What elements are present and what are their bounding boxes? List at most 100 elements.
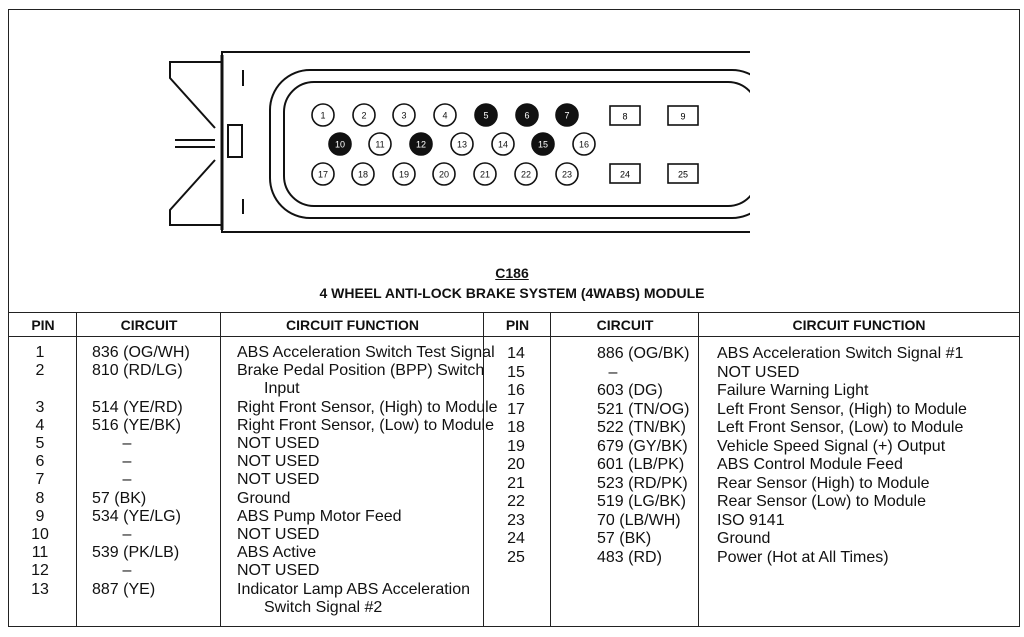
circuit-code: 601 (LB/PK) bbox=[597, 456, 685, 473]
circuit-code: 70 (LB/WH) bbox=[597, 511, 681, 529]
circuit-function: Rear Sensor (Low) to Module bbox=[717, 493, 926, 510]
circuit-code: – bbox=[122, 471, 132, 489]
pin-number: 16 bbox=[507, 382, 525, 399]
circuit-code: 836 (OG/WH) bbox=[92, 344, 190, 361]
circuit-code: 603 (DG) bbox=[597, 382, 663, 399]
pin-label-15: 15 bbox=[538, 140, 548, 150]
circuit-code: 57 (BK) bbox=[92, 489, 147, 507]
pin-8 bbox=[609, 105, 641, 126]
connector-title: 4 WHEEL ANTI-LOCK BRAKE SYSTEM (4WABS) M… bbox=[319, 285, 705, 301]
pin-label-4: 4 bbox=[442, 111, 447, 121]
pin-label-25: 25 bbox=[678, 170, 688, 180]
connector-face bbox=[269, 69, 750, 219]
circuit-function: ABS Acceleration Switch Signal #1 bbox=[717, 345, 964, 362]
circuit-function: NOT USED bbox=[237, 435, 320, 452]
circuit-function: Right Front Sensor, (High) to Module bbox=[237, 398, 498, 416]
pin-label-11: 11 bbox=[375, 140, 384, 150]
circuit-function: ABS Control Module Feed bbox=[717, 456, 903, 473]
pin-label-14: 14 bbox=[498, 140, 508, 150]
pin-20 bbox=[432, 162, 456, 186]
pin-number: 9 bbox=[35, 507, 45, 525]
pin-number: 17 bbox=[507, 400, 525, 418]
pin-label-5: 5 bbox=[483, 111, 488, 121]
pin-1 bbox=[311, 103, 335, 127]
header-circuit-right: CIRCUIT bbox=[596, 317, 654, 333]
circuit-function: Indicator Lamp ABS Acceleration bbox=[237, 580, 471, 598]
pin-label-24: 24 bbox=[620, 170, 630, 180]
pin-label-20: 20 bbox=[439, 170, 449, 180]
pin-21 bbox=[473, 162, 497, 186]
pin-label-12: 12 bbox=[416, 140, 426, 150]
pin-10 bbox=[328, 132, 352, 156]
pin-label-16: 16 bbox=[579, 140, 589, 150]
pin-2 bbox=[352, 103, 376, 127]
pin-7 bbox=[555, 103, 579, 127]
pin-number: 14 bbox=[507, 345, 525, 362]
pin-number: 4 bbox=[35, 416, 45, 434]
pin-label-23: 23 bbox=[562, 170, 572, 180]
circuit-code: 521 (TN/OG) bbox=[597, 400, 690, 418]
circuit-function: Rear Sensor (High) to Module bbox=[717, 474, 930, 492]
connector-id: C186 bbox=[495, 265, 529, 281]
circuit-function: Ground bbox=[237, 489, 291, 507]
circuit-function: Brake Pedal Position (BPP) Switch bbox=[237, 362, 485, 380]
pin-number: 22 bbox=[507, 493, 525, 510]
pin-label-3: 3 bbox=[401, 111, 406, 121]
pin-label-10: 10 bbox=[335, 140, 345, 150]
pin-label-1: 1 bbox=[320, 111, 325, 121]
circuit-function: Power (Hot at All Times) bbox=[717, 548, 889, 566]
pin-number: 11 bbox=[31, 544, 49, 562]
pin-number: 19 bbox=[507, 437, 525, 455]
pin-label-18: 18 bbox=[358, 170, 368, 180]
circuit-function: NOT USED bbox=[237, 526, 320, 543]
pin-number: 3 bbox=[35, 398, 45, 416]
pin-label-22: 22 bbox=[521, 170, 531, 180]
circuit-function: NOT USED bbox=[717, 363, 800, 381]
pin-number: 20 bbox=[507, 456, 525, 473]
header-pin-right: PIN bbox=[505, 317, 530, 333]
pin-6 bbox=[515, 103, 539, 127]
header-circuit-left: CIRCUIT bbox=[120, 317, 178, 333]
pin-12 bbox=[409, 132, 433, 156]
pin-13 bbox=[450, 132, 474, 156]
pin-label-9: 9 bbox=[680, 112, 685, 122]
pin-5 bbox=[474, 103, 498, 127]
circuit-code: – bbox=[122, 435, 132, 452]
pin-number: 10 bbox=[31, 526, 49, 543]
circuit-code: 483 (RD) bbox=[597, 548, 662, 566]
circuit-function: Failure Warning Light bbox=[717, 382, 869, 399]
circuit-function: Ground bbox=[717, 530, 771, 547]
circuit-code: 522 (TN/BK) bbox=[597, 419, 686, 436]
pin-3 bbox=[392, 103, 416, 127]
circuit-code: 539 (PK/LB) bbox=[92, 544, 180, 562]
pin-19 bbox=[392, 162, 416, 186]
circuit-code: 810 (RD/LG) bbox=[92, 362, 183, 380]
header-function-left: CIRCUIT FUNCTION bbox=[286, 317, 419, 333]
pin-22 bbox=[514, 162, 538, 186]
pin-label-6: 6 bbox=[524, 111, 529, 121]
circuit-function: NOT USED bbox=[237, 562, 320, 580]
pin-number: 6 bbox=[35, 453, 45, 471]
circuit-code: – bbox=[122, 562, 132, 580]
header-pin-left: PIN bbox=[31, 317, 55, 333]
circuit-code: – bbox=[122, 526, 132, 543]
pin-number: 13 bbox=[31, 580, 49, 598]
header-function-right: CIRCUIT FUNCTION bbox=[792, 317, 926, 333]
pin-label-17: 17 bbox=[318, 170, 328, 180]
pin-16 bbox=[572, 132, 596, 156]
pin-number: 8 bbox=[35, 489, 45, 507]
circuit-code: – bbox=[608, 363, 618, 381]
pin-number: 2 bbox=[35, 362, 45, 380]
circuit-function: NOT USED bbox=[237, 471, 320, 489]
circuit-code: – bbox=[122, 453, 132, 471]
pin-23 bbox=[555, 162, 579, 186]
pin-label-13: 13 bbox=[457, 140, 467, 150]
pin-number: 5 bbox=[35, 435, 45, 452]
diagram-frame bbox=[8, 9, 1020, 627]
pin-11 bbox=[368, 132, 392, 156]
circuit-code: 516 (YE/BK) bbox=[92, 416, 181, 434]
circuit-code: 514 (YE/RD) bbox=[92, 398, 183, 416]
pin-14 bbox=[491, 132, 515, 156]
circuit-function: Switch Signal #2 bbox=[264, 598, 383, 616]
